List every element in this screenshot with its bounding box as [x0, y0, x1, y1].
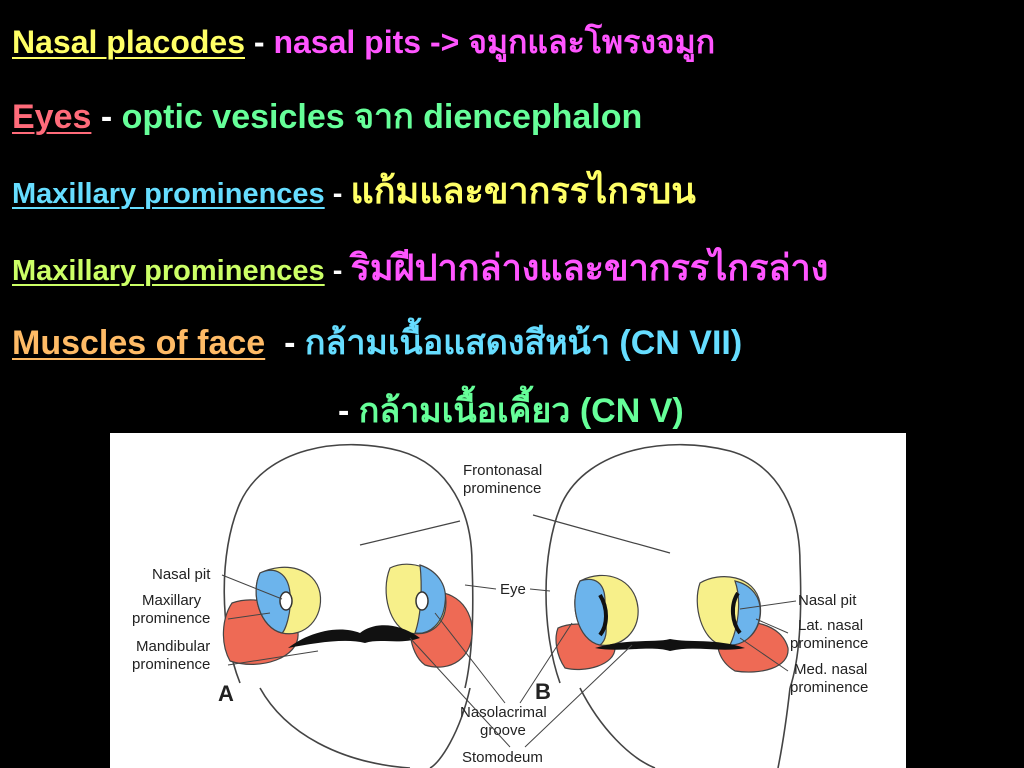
- label-frontonasal-1: Frontonasal: [463, 462, 542, 479]
- leader-stomodeum-b: [524, 644, 633, 748]
- leader-lat-nasal: [755, 618, 789, 634]
- desc-mastication-muscles: กล้ามเนื้อเคี้ยว (CN V): [358, 392, 684, 430]
- embryo-b-left-side: [555, 574, 639, 671]
- term-maxillary-1: Maxillary prominences: [12, 178, 325, 210]
- leader-stomodeum-a: [409, 637, 511, 748]
- embryo-a-nasal-pit-left: [279, 591, 293, 611]
- embryo-b-stomodeum: [595, 639, 745, 651]
- desc-nasal-pits: nasal pits ->: [273, 24, 469, 60]
- leader-mandibular: [227, 650, 319, 666]
- dash: -: [100, 98, 113, 136]
- label-lat-nasal-1: Lat. nasal: [798, 617, 863, 634]
- desc-lower-lip-jaw: ริมฝีปากล่างและขากรรไกรล่าง: [350, 247, 829, 288]
- label-mandibular-1: Mandibular: [136, 638, 210, 655]
- desc-cheek-upper-jaw: แก้มและขากรรไกรบน: [350, 170, 696, 211]
- embryo-a-stomodeum: [288, 625, 420, 648]
- embryo-a-left-side: [222, 566, 322, 665]
- embryo-a-right-side: [385, 563, 473, 668]
- dash: -: [284, 324, 296, 362]
- leader-eye-a: [464, 584, 497, 590]
- dash: -: [332, 255, 343, 287]
- label-nasal-pit-a: Nasal pit: [152, 566, 211, 583]
- line-mastication: - กล้ามเนื้อเคี้ยว (CN V): [338, 394, 684, 428]
- leader-nasal-pit-a: [221, 574, 283, 600]
- label-mandibular-2: prominence: [132, 656, 210, 673]
- leader-nasolacrimal-a: [434, 612, 506, 704]
- label-nasolacrimal-2: groove: [480, 722, 526, 739]
- embryo-b-nasal-pit-right: [731, 591, 742, 635]
- line-eyes: Eyes - optic vesicles จาก diencephalon: [12, 100, 642, 134]
- embryo-b-medial-nasal-left: [574, 578, 607, 646]
- leader-nasolacrimal-b: [519, 622, 573, 704]
- label-eye: Eye: [500, 581, 526, 598]
- embryo-a-lateral-nasal-left: [255, 569, 291, 634]
- label-stomodeum: Stomodeum: [462, 749, 543, 766]
- leader-maxillary: [227, 612, 271, 620]
- line-maxillary-2: Maxillary prominences - ริมฝีปากล่างและข…: [12, 250, 828, 286]
- label-med-nasal-1: Med. nasal: [794, 661, 867, 678]
- embryo-a-nasal-pit-right: [415, 591, 429, 611]
- label-letter-a: A: [218, 681, 234, 706]
- label-maxillary-2: prominence: [132, 610, 210, 627]
- label-med-nasal-2: prominence: [790, 679, 868, 696]
- label-lat-nasal-2: prominence: [790, 635, 868, 652]
- label-letter-b: B: [535, 679, 551, 704]
- desc-nose-thai: จมูกและโพรงจมูก: [468, 24, 716, 60]
- dash: -: [332, 178, 343, 210]
- line-muscles-of-face: Muscles of face - กล้ามเนื้อแสดงสีหน้า (…: [12, 326, 742, 360]
- embryo-a-frontonasal-line: [359, 520, 461, 546]
- term-eyes: Eyes: [12, 98, 92, 136]
- embryo-b-right-side: [696, 576, 789, 673]
- label-frontonasal-2: prominence: [463, 480, 541, 497]
- line-nasal-placodes: Nasal placodes - nasal pits -> จมูกและโพ…: [12, 26, 715, 58]
- leader-nasal-pit-b: [739, 600, 797, 610]
- desc-facial-expression-muscles: กล้ามเนื้อแสดงสีหน้า (CN VII): [304, 324, 743, 362]
- term-nasal-placodes: Nasal placodes: [12, 24, 245, 60]
- embryo-b-frontonasal-line: [532, 514, 671, 554]
- dash: -: [253, 24, 265, 60]
- label-nasal-pit-b: Nasal pit: [798, 592, 857, 609]
- embryo-face-diagram: Frontonasal prominence Nasal pit Maxilla…: [132, 443, 868, 768]
- dash: -: [338, 392, 350, 430]
- desc-optic-vesicles: optic vesicles จาก diencephalon: [121, 98, 643, 136]
- term-maxillary-2: Maxillary prominences: [12, 255, 325, 287]
- leader-eye-b: [529, 588, 551, 592]
- embryo-a-chin-outline: [259, 687, 471, 768]
- label-maxillary-1: Maxillary: [142, 592, 202, 609]
- embryo-face-figure: Frontonasal prominence Nasal pit Maxilla…: [110, 433, 906, 768]
- embryo-b-chin-outline: [579, 687, 791, 768]
- term-muscles-of-face: Muscles of face: [12, 324, 266, 362]
- embryo-b-nasal-pit-left: [598, 593, 608, 637]
- leader-med-nasal: [739, 637, 789, 672]
- line-maxillary-1: Maxillary prominences - แก้มและขากรรไกรบ…: [12, 173, 696, 209]
